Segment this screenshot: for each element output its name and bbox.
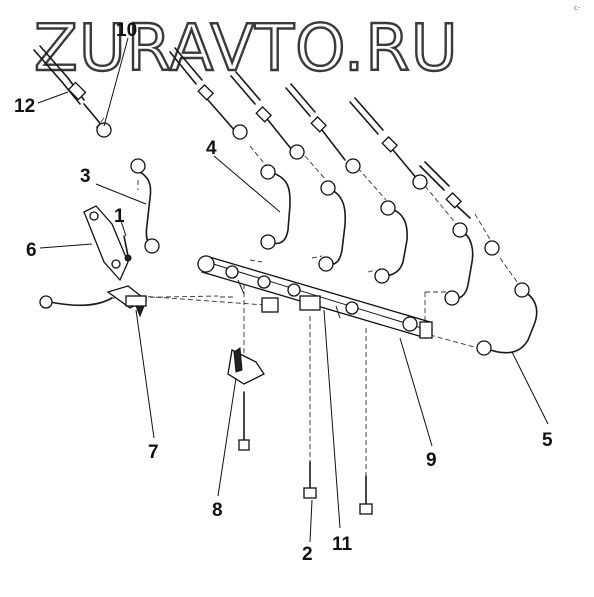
callout-1: 1 [114,206,125,227]
watermark-text: ZURAVTO.RU [34,12,459,86]
small-bolt [123,235,132,262]
callout-11: 11 [332,534,353,555]
injector-pipes [49,167,538,354]
corner-mark: c- [574,4,581,12]
callout-6: 6 [26,240,37,261]
callout-5: 5 [542,430,553,451]
fuel-rail [197,255,433,339]
pressure-sensor [106,285,148,318]
callout-10: 10 [116,20,137,41]
bracket [83,205,129,282]
callout-7: 7 [148,442,159,463]
callout-8: 8 [212,500,223,521]
callout-3: 3 [80,166,91,187]
pipe-nuts [39,122,530,356]
callout-4: 4 [206,138,217,159]
leader-lines [37,37,549,543]
callout-2: 2 [302,544,313,565]
callout-12: 12 [14,96,35,117]
rail-bracket [227,347,265,385]
mounting-bolts [238,391,373,515]
nozzle-stubs [33,45,471,219]
callout-9: 9 [426,450,437,471]
dashed-centerlines [95,117,521,476]
